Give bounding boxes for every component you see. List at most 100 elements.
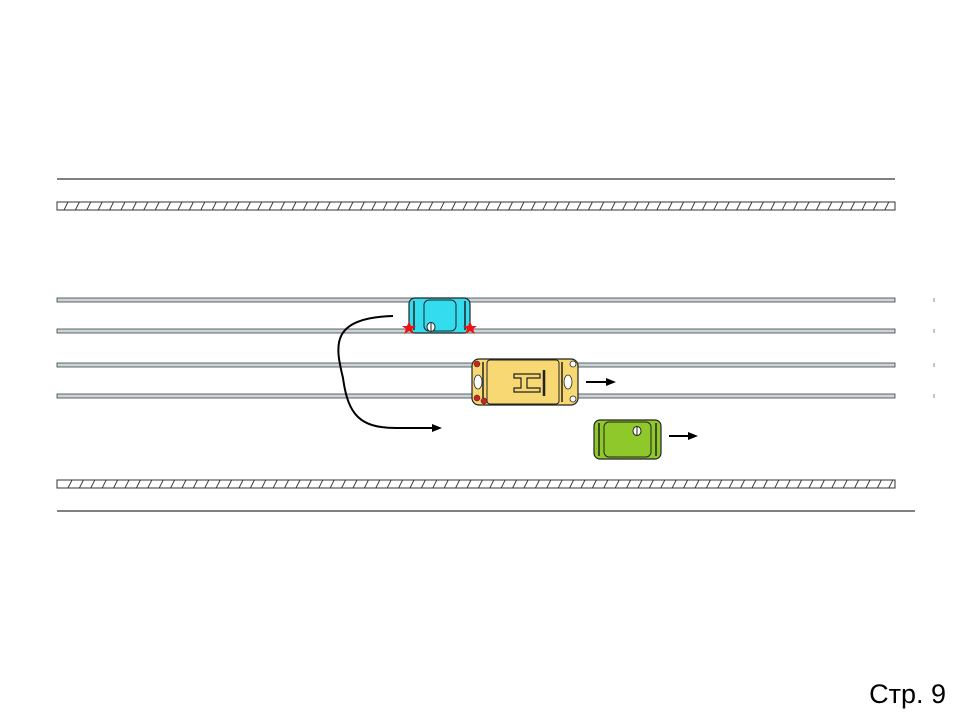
tram-rear-light-2 (480, 397, 488, 405)
curb-hatch (519, 201, 525, 211)
curb-hatch (614, 479, 620, 489)
curb-hatch (644, 201, 650, 211)
tram-arrow-head (606, 378, 616, 386)
u-turn-arrow-head (432, 424, 442, 432)
curb-hatch (530, 201, 536, 211)
curb-hatch (166, 201, 172, 211)
curb-hatch (439, 201, 445, 211)
curb-hatch (542, 201, 548, 211)
curb-hatch (724, 201, 730, 211)
curb-hatch (306, 479, 312, 489)
curb-hatch (451, 201, 457, 211)
curb-hatch (793, 201, 799, 211)
curb-hatch (188, 201, 194, 211)
curb-hatch (154, 201, 160, 211)
curb-hatch (329, 479, 335, 489)
curb-hatch (804, 201, 810, 211)
curb-hatch (352, 479, 358, 489)
curb-hatch (762, 479, 768, 489)
curb-hatch (432, 479, 438, 489)
curb-hatch (200, 201, 206, 211)
curb-hatch (485, 201, 491, 211)
curb-hatch (405, 201, 411, 211)
cyan-car (402, 297, 477, 334)
curb-hatch (701, 201, 707, 211)
tram-rear-light-3 (473, 394, 481, 402)
curb-hatch (667, 201, 673, 211)
curb-hatch (109, 201, 115, 211)
curb-hatch (363, 479, 369, 489)
curb-hatch (124, 479, 130, 489)
curb-hatch (473, 201, 479, 211)
rail-1 (56, 297, 896, 303)
curb-hatch (603, 479, 609, 489)
curb-hatch (633, 201, 639, 211)
curb-hatch (131, 201, 137, 211)
curb-hatch (587, 201, 593, 211)
curb-hatch (318, 479, 324, 489)
curb-top (56, 201, 896, 211)
curb-hatch (660, 479, 666, 489)
curb-hatch (580, 479, 586, 489)
curb-hatch (428, 201, 434, 211)
curb-hatch (455, 479, 461, 489)
curb-hatch (705, 479, 711, 489)
curb-hatch (234, 201, 240, 211)
curb-hatch (295, 479, 301, 489)
curb-hatch (409, 479, 415, 489)
rail-tick-3 (933, 363, 935, 367)
curb-hatch (135, 479, 141, 489)
curb-hatch (872, 201, 878, 211)
tram (471, 358, 579, 406)
curb-hatch (713, 201, 719, 211)
curb-hatch (785, 479, 791, 489)
curb-hatch (728, 479, 734, 489)
curb-hatch (78, 479, 84, 489)
curb-hatch (291, 201, 297, 211)
curb-hatch (717, 479, 723, 489)
curb-hatch (272, 479, 278, 489)
curb-hatch (348, 201, 354, 211)
curb-hatch (375, 479, 381, 489)
curb-hatch (97, 201, 103, 211)
curb-hatch (63, 201, 69, 211)
curb-hatch (679, 201, 685, 211)
curb-hatch (648, 479, 654, 489)
curb-hatch (690, 201, 696, 211)
curb-hatch (147, 479, 153, 489)
curb-hatch (74, 201, 80, 211)
curb-hatch (546, 479, 552, 489)
curb-hatch (67, 479, 73, 489)
curb-hatch (797, 479, 803, 489)
curb-hatch (683, 479, 689, 489)
curb-hatch (758, 201, 764, 211)
curb-hatch (466, 479, 472, 489)
curb-hatch (850, 201, 856, 211)
curb-hatch (143, 201, 149, 211)
rail-tick-4 (933, 394, 935, 398)
tram-front-light-2 (569, 395, 577, 403)
rail-tick-1 (933, 298, 935, 302)
hazard-light-right (463, 321, 477, 334)
curb-bottom (56, 479, 896, 489)
curb-hatch (591, 479, 597, 489)
curb-hatch (854, 479, 860, 489)
u-turn-path (337, 315, 397, 429)
curb-hatch (626, 479, 632, 489)
rail-2 (56, 328, 896, 334)
curb-hatch (808, 479, 814, 489)
curb-hatch (569, 479, 575, 489)
curb-hatch (337, 201, 343, 211)
curb-hatch (599, 201, 605, 211)
curb-hatch (371, 201, 377, 211)
curb-hatch (861, 201, 867, 211)
curb-hatch (113, 479, 119, 489)
rail-tick-2 (933, 329, 935, 333)
curb-hatch (238, 479, 244, 489)
curb-hatch (398, 479, 404, 489)
green-car (593, 419, 662, 460)
curb-hatch (671, 479, 677, 489)
page-number: Стр. 9 (869, 679, 946, 709)
curb-hatch (553, 201, 559, 211)
